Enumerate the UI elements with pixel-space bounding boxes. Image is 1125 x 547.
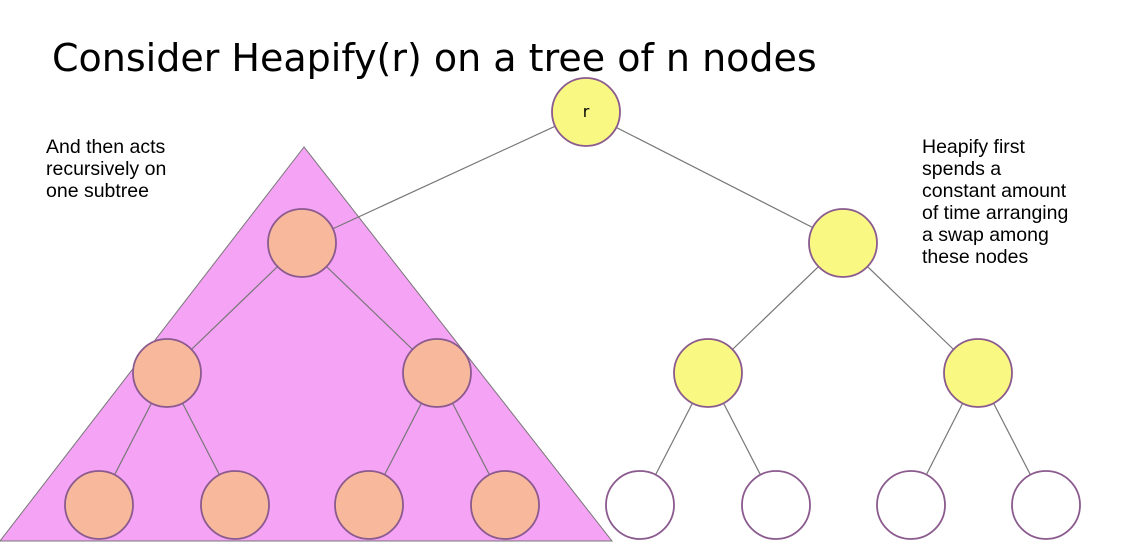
left-subtree-leaf-node xyxy=(64,470,134,540)
left-annotation-line: recursively on xyxy=(46,158,167,180)
edge-root-left xyxy=(301,111,587,244)
right-grandchild-node xyxy=(673,338,743,408)
left-subtree-node xyxy=(132,338,202,408)
right-annotation-line: of time arranging xyxy=(922,202,1069,224)
left-subtree-node xyxy=(402,338,472,408)
left-annotation-line: And then acts xyxy=(46,136,166,158)
right-annotation-line: a swap among xyxy=(922,224,1049,246)
right-leaf-node xyxy=(1011,470,1081,540)
left-annotation-line: one subtree xyxy=(46,180,149,202)
right-child-node xyxy=(808,208,878,278)
right-leaf-node xyxy=(605,470,675,540)
right-grandchild-node xyxy=(943,338,1013,408)
right-leaf-node xyxy=(741,470,811,540)
right-annotation: Heapify first spends a constant amount o… xyxy=(922,136,1068,268)
right-annotation-line: spends a xyxy=(922,158,1002,180)
slide-title: Consider Heapify(r) on a tree of n nodes xyxy=(52,36,817,80)
left-subtree-leaf-node xyxy=(334,470,404,540)
edge-root-right xyxy=(585,111,844,244)
left-subtree-node xyxy=(267,208,337,278)
left-subtree-leaf-node xyxy=(200,470,270,540)
left-annotation: And then acts recursively on one subtree xyxy=(46,136,166,202)
right-leaf-node xyxy=(876,470,946,540)
right-annotation-line: Heapify first xyxy=(922,136,1025,158)
right-annotation-line: these nodes xyxy=(922,246,1029,268)
root-node xyxy=(551,77,621,147)
right-annotation-line: constant amount xyxy=(922,180,1067,202)
left-subtree-leaf-node xyxy=(470,470,540,540)
tree-nodes xyxy=(64,77,1081,540)
root-node-label: r xyxy=(583,102,590,121)
